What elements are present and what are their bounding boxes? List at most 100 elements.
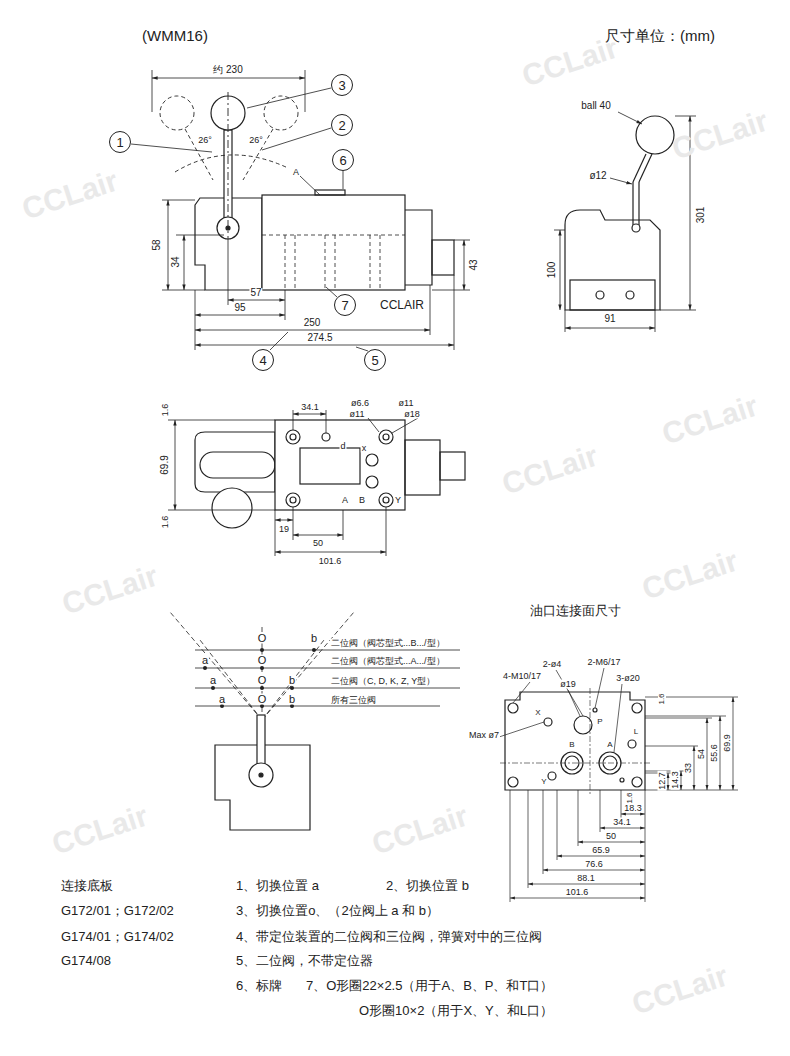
dimension-label: 12.7 (658, 771, 667, 791)
plan-view (195, 432, 275, 492)
plan-dimensions (386, 507, 387, 556)
switch-positions (170, 612, 262, 720)
dimension-lines (228, 240, 229, 305)
plan-dimensions (168, 410, 418, 556)
callout-number: 2 (338, 119, 345, 132)
face-dimensions (600, 790, 601, 832)
callout-number: 1 (116, 136, 123, 149)
mounting-face (500, 688, 650, 795)
mounting-face (500, 763, 650, 764)
face-dimensions (510, 898, 645, 899)
dimension-label: O (257, 633, 268, 644)
switch-positions (220, 704, 224, 708)
plan-dimensions (326, 410, 327, 433)
dimension-label: 101.6 (565, 888, 590, 897)
callout-leaders (247, 88, 331, 108)
dimension-label: 连接底板 (60, 879, 114, 892)
face-dimensions (496, 668, 738, 902)
dimension-lines (162, 290, 205, 291)
switch-positions (195, 668, 460, 669)
side-elevation (370, 235, 371, 290)
face-dimensions (600, 828, 645, 829)
watermark: CCLair (668, 105, 773, 165)
dimension-label: 二位阀（C, D, K, Z, Y型） (330, 677, 436, 686)
face-dimensions (557, 856, 645, 857)
watermark: CCLair (638, 545, 743, 605)
callout-leaders (131, 88, 368, 351)
plan-view (322, 433, 330, 441)
switch-positions (170, 612, 460, 830)
plan-dimensions (293, 414, 326, 415)
dimension-label: a (218, 694, 226, 705)
face-dimensions (681, 771, 682, 790)
plan-dimensions (168, 420, 275, 421)
dimension-label: Max ø7 (468, 731, 500, 740)
dimension-lines (162, 200, 195, 201)
dimension-label: A (292, 168, 300, 177)
face-dimensions (621, 814, 645, 815)
dimension-lines (454, 240, 470, 241)
end-view (596, 291, 604, 299)
face-dimensions (578, 790, 579, 846)
watermark: CCLair (498, 440, 603, 500)
callout-leaders (262, 128, 331, 150)
dimension-label: 1.6 (658, 692, 666, 705)
dimension-lines (152, 70, 470, 350)
plan-view (300, 448, 360, 484)
plan-view (290, 434, 296, 440)
dimension-label: a (209, 675, 217, 686)
face-dimensions (733, 697, 734, 790)
callout-leaders (343, 171, 344, 189)
dimension-label: O形圈10×2（用于X、Y、和L口） (358, 1004, 554, 1017)
dimension-label: ø18 (403, 410, 421, 419)
dimension-lines (195, 290, 196, 350)
dimension-label: 250 (303, 318, 322, 328)
dimension-lines (454, 275, 455, 350)
switch-positions (257, 715, 265, 765)
face-dimensions (513, 682, 530, 703)
watermark: CCLair (58, 560, 163, 620)
plan-view (200, 452, 275, 478)
end-view-dimensions (618, 112, 642, 124)
side-elevation (228, 92, 229, 240)
callout-leaders (326, 287, 337, 297)
plan-view (286, 493, 300, 507)
watermark: CCLair (628, 960, 733, 1020)
switch-positions (290, 686, 294, 690)
face-dimensions (578, 842, 645, 843)
face-dimensions (528, 884, 645, 885)
end-view (565, 116, 674, 310)
switch-positions (170, 612, 354, 720)
callout-leaders (131, 144, 212, 152)
dimension-label: 34.1 (300, 403, 320, 412)
face-dimensions (645, 716, 726, 717)
mounting-face (632, 703, 642, 713)
mounting-face (548, 772, 556, 780)
face-dimensions (496, 722, 544, 738)
dimension-label: 26° (248, 136, 264, 145)
plan-dimensions (275, 552, 386, 553)
end-view (638, 182, 639, 228)
end-view (633, 154, 646, 182)
mounting-face (620, 778, 624, 782)
dimension-label: 274.5 (306, 333, 333, 343)
switch-positions (203, 666, 207, 670)
dimension-label: A (606, 741, 613, 749)
plan-dimensions (343, 510, 344, 540)
dimension-label: 2-ø4 (542, 660, 563, 669)
switch-positions (211, 686, 215, 690)
switch-positions (262, 640, 324, 720)
dimension-label: O (257, 655, 268, 666)
side-elevation (160, 92, 454, 290)
switch-positions (200, 640, 262, 720)
dimension-label: 19 (278, 525, 290, 534)
end-view-dimensions (660, 310, 696, 311)
end-view-dimensions (560, 230, 561, 310)
dimension-label: 18.3 (623, 804, 643, 813)
callout-number: 7 (341, 299, 348, 312)
dimension-label: G172/01；G172/02 (60, 904, 175, 917)
dimension-label: ø19 (559, 680, 577, 689)
plan-dimensions (392, 418, 418, 433)
dimension-label: b (310, 633, 318, 644)
plan-dimensions (275, 510, 276, 556)
